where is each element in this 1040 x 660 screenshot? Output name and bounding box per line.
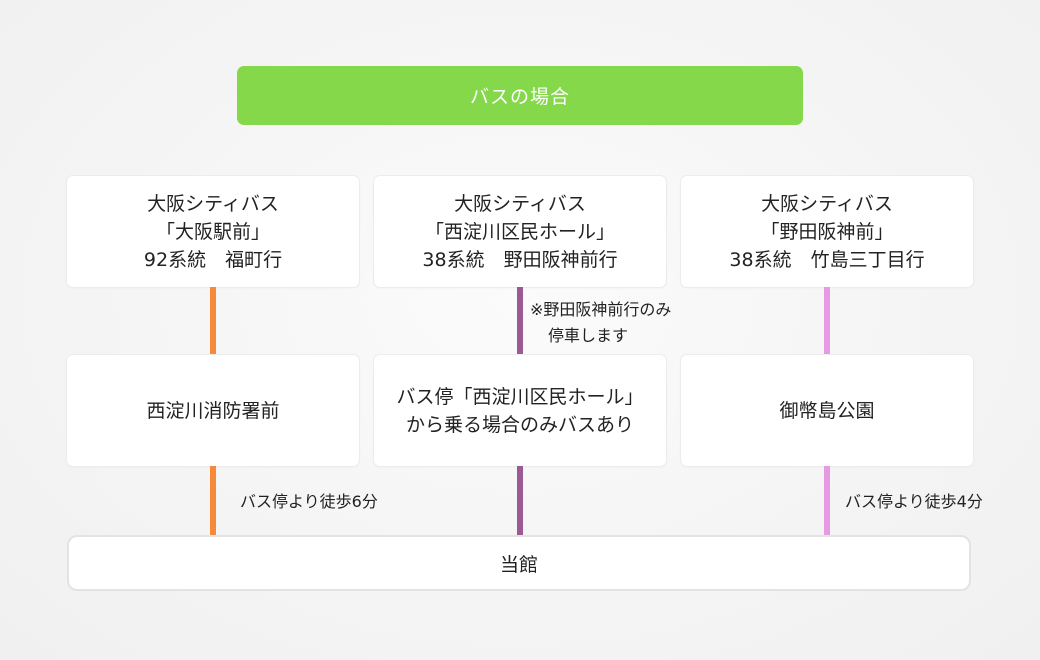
stop-card-hall-note: バス停「西淀川区民ホール」 から乗る場合のみバスあり	[374, 355, 666, 466]
stop-note: ※野田阪神前行のみ 停車します	[530, 297, 671, 349]
destination-label: 当館	[499, 553, 538, 576]
stop-name: 西淀川消防署前	[146, 399, 280, 422]
start-stop: 「野田阪神前」	[760, 220, 894, 243]
route-line-orange-lower	[210, 466, 216, 535]
stop-card-mitejima-park: 御幣島公園	[681, 355, 973, 466]
start-operator: 大阪シティバス	[147, 192, 279, 215]
walk-note-right: バス停より徒歩4分	[845, 492, 983, 511]
start-card-osaka-station: 大阪シティバス 「大阪駅前」 92系統 福町行	[67, 176, 359, 287]
start-operator: 大阪シティバス	[761, 192, 893, 215]
stop-note-line2: 停車します	[548, 326, 629, 345]
start-card-noda-hanshin: 大阪シティバス 「野田阪神前」 38系統 竹島三丁目行	[681, 176, 973, 287]
stop-name: 御幣島公園	[779, 399, 875, 422]
route-line-pink-upper	[824, 287, 830, 355]
route-line-orange-upper	[210, 287, 216, 355]
start-route: 92系統 福町行	[143, 248, 283, 271]
route-line-purple-lower	[517, 466, 523, 535]
start-route: 38系統 竹島三丁目行	[729, 248, 925, 271]
start-stop: 「大阪駅前」	[155, 220, 270, 243]
section-title: バスの場合	[469, 86, 570, 108]
start-route: 38系統 野田阪神前行	[422, 248, 618, 271]
section-header: バスの場合	[237, 66, 803, 125]
stop-name-detail: から乗る場合のみバスあり	[405, 413, 634, 436]
route-line-purple-upper	[517, 287, 523, 355]
start-stop: 「西淀川区民ホール」	[424, 220, 615, 243]
stop-card-fire-station: 西淀川消防署前	[67, 355, 359, 466]
start-card-nishiyodogawa-hall: 大阪シティバス 「西淀川区民ホール」 38系統 野田阪神前行	[374, 176, 666, 287]
stop-note-line1: ※野田阪神前行のみ	[530, 300, 672, 319]
stop-name: バス停「西淀川区民ホール」	[396, 385, 644, 408]
route-line-pink-lower	[824, 466, 830, 535]
destination-box: 当館	[67, 535, 971, 591]
start-operator: 大阪シティバス	[454, 192, 586, 215]
walk-note-left: バス停より徒歩6分	[240, 492, 378, 511]
